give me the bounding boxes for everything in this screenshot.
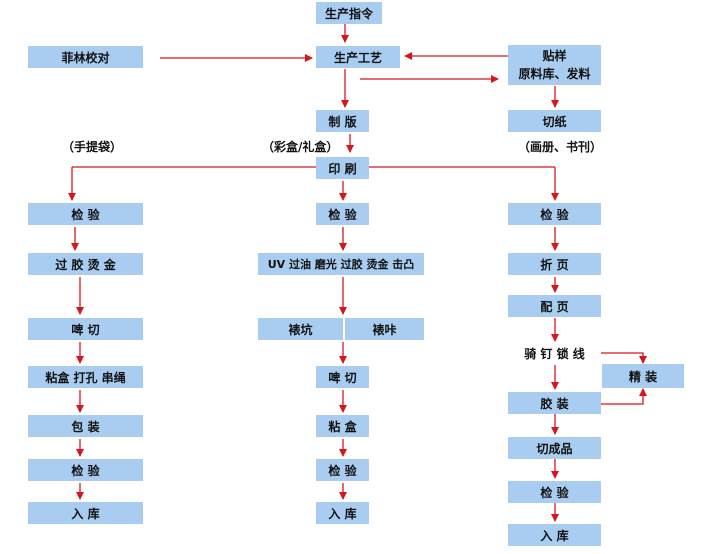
right-cut-finished-node: 切成品 — [508, 437, 601, 459]
left-glue-punch-node: 粘盒 打孔 串绳 — [28, 366, 143, 388]
left-die-cut-node: 啤 切 — [28, 318, 143, 340]
left-store-node: 入 库 — [28, 502, 143, 524]
handbag-label: （手提袋） — [62, 140, 123, 154]
middle-mount2-node: 裱咔 — [345, 318, 424, 340]
proofreading-node: 菲林校对 — [28, 46, 143, 68]
middle-mount-node: 裱坑 — [258, 318, 343, 340]
sample-material-node: 贴样 原料库、发料 — [508, 45, 601, 85]
right-collate-node: 配 页 — [508, 295, 601, 317]
left-inspect-node: 检 验 — [28, 203, 143, 225]
middle-store-node: 入 库 — [316, 502, 369, 524]
material-label: 原料库、发料 — [518, 67, 591, 81]
print-node: 印 刷 — [316, 157, 369, 179]
left-inspect2-node: 检 验 — [28, 459, 143, 481]
left-laminate-foil-node: 过 胶 烫 金 — [28, 253, 143, 275]
production-order-node: 生产指令 — [316, 2, 382, 24]
proof-sample-label: 贴样 — [542, 49, 567, 63]
right-hardcover-node: 精 装 — [602, 364, 684, 388]
right-store-node: 入 库 — [508, 524, 601, 546]
process-node: 生产工艺 — [316, 46, 400, 68]
left-pack-node: 包 装 — [28, 415, 143, 437]
album-label: （画册、书刊） — [518, 140, 603, 154]
middle-finishing-node: UV 过油 磨光 过胶 烫金 击凸 — [258, 253, 424, 275]
middle-inspect-node: 检 验 — [316, 203, 369, 225]
middle-die-cut-node: 啤 切 — [316, 366, 369, 388]
right-inspect-node: 检 验 — [508, 203, 601, 225]
plate-node: 制 版 — [316, 110, 369, 132]
right-perfect-bind-node: 胶 装 — [508, 392, 601, 414]
right-fold-node: 折 页 — [508, 253, 601, 275]
giftbox-label: （彩盒/礼盒） — [262, 140, 339, 154]
right-inspect2-node: 检 验 — [508, 481, 601, 503]
middle-inspect2-node: 检 验 — [316, 459, 369, 481]
right-saddle-node: 骑 钉 锁 线 — [524, 346, 585, 361]
cut-paper-node: 切纸 — [508, 110, 601, 132]
arrow-saddle-hardcover — [601, 352, 647, 364]
middle-glue-node: 粘 盒 — [316, 415, 369, 437]
arrow-perfect-hardcover — [580, 388, 647, 405]
